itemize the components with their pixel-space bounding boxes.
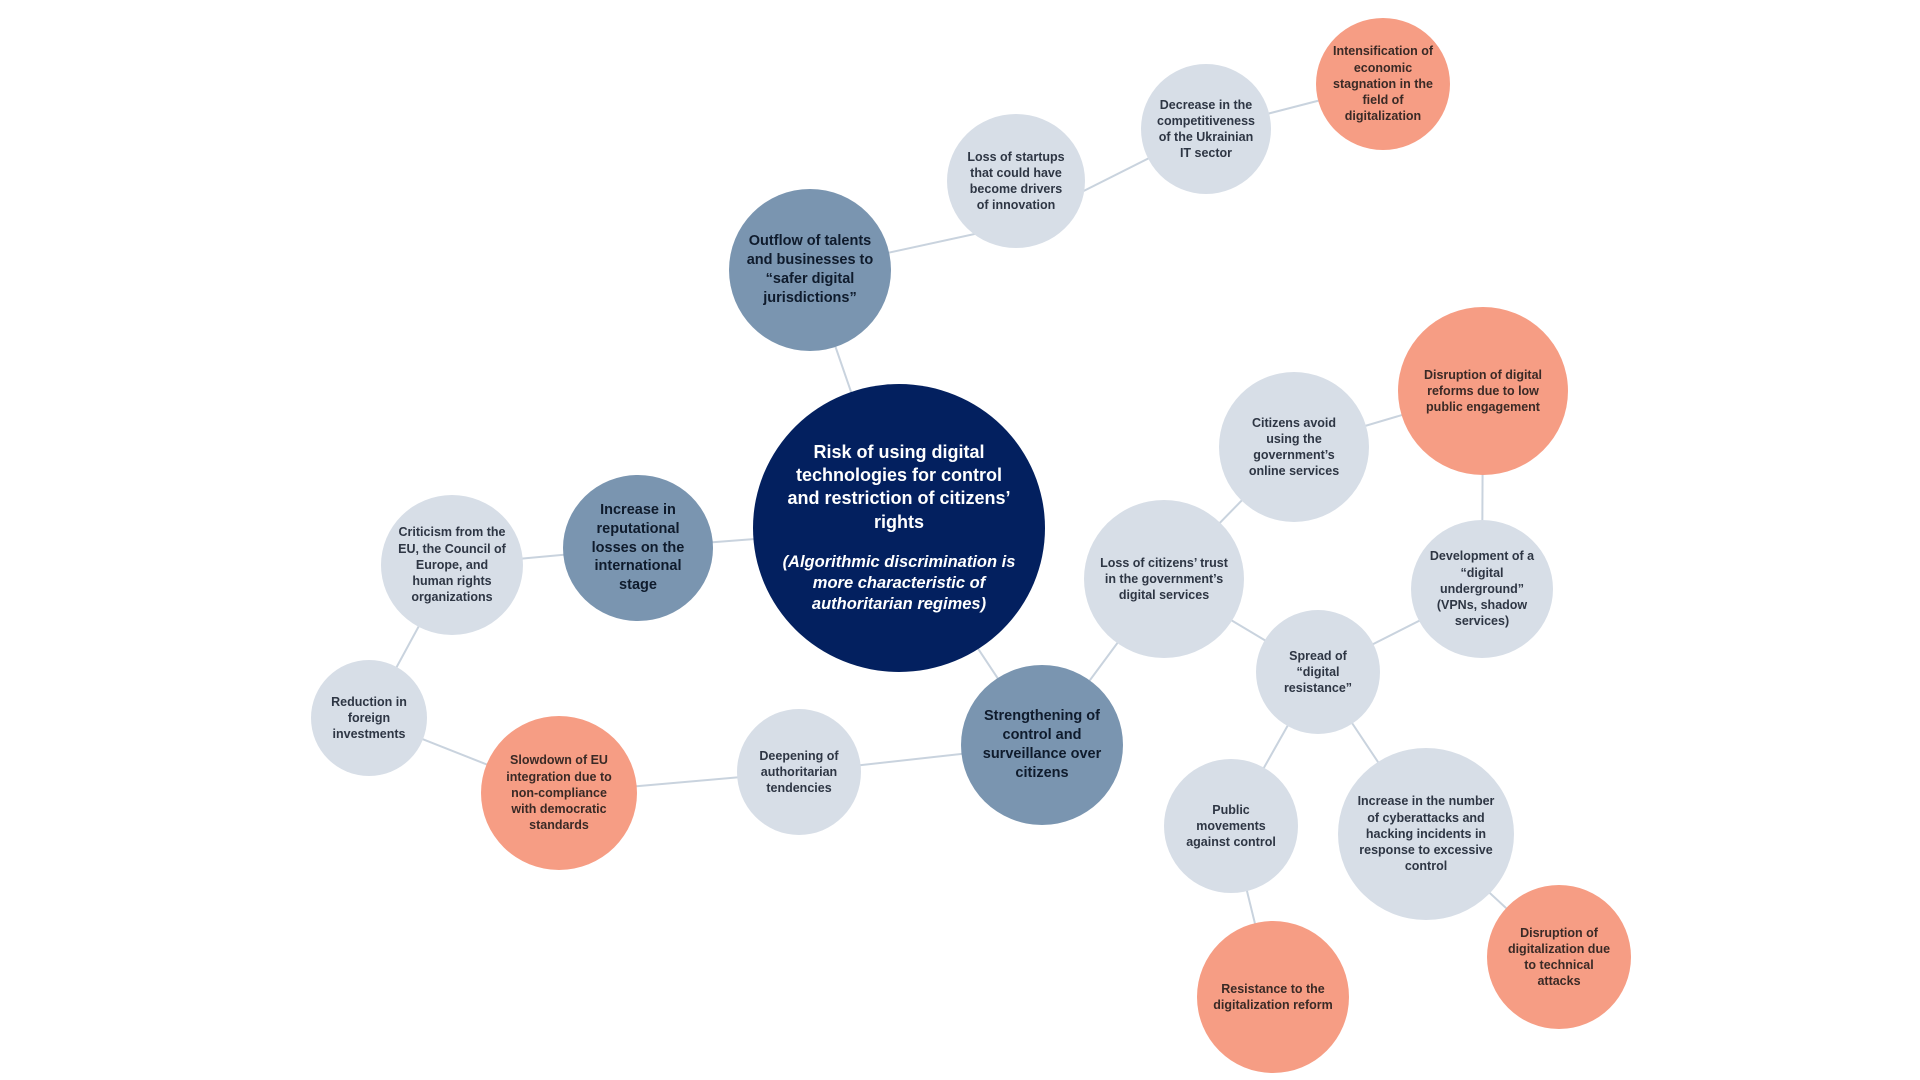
node-control-surveillance: Strengthening of control and surveillanc… [961,665,1123,825]
node-digital-underground: Development of a “digital underground” (… [1411,520,1553,658]
node-economic-stagnation: Intensification of economic stagnation i… [1316,18,1450,150]
node-technical-attacks-disruption: Disruption of digitalization due to tech… [1487,885,1631,1029]
node-it-competitiveness: Decrease in the competitiveness of the U… [1141,64,1271,194]
node-international-criticism: Criticism from the EU, the Council of Eu… [381,495,523,635]
central-risk-node: Risk of using digital technologies for c… [753,384,1045,672]
node-digital-resistance: Spread of “digital resistance” [1256,610,1380,734]
node-outflow-talents: Outflow of talents and businesses to “sa… [729,189,891,351]
node-foreign-investments: Reduction in foreign investments [311,660,427,776]
node-authoritarian-tendencies: Deepening of authoritarian tendencies [737,709,861,835]
node-eu-integration-slowdown: Slowdown of EU integration due to non-co… [481,716,637,870]
node-avoid-online-services: Citizens avoid using the government’s on… [1219,372,1369,522]
node-loss-of-trust: Loss of citizens’ trust in the governmen… [1084,500,1244,658]
node-reputational-losses: Increase in reputational losses on the i… [563,475,713,621]
node-public-movements: Public movements against control [1164,759,1298,893]
node-loss-of-startups: Loss of startups that could have become … [947,114,1085,248]
central-risk-note: (Algorithmic discrimination is more char… [782,553,1016,614]
node-cyberattacks-increase: Increase in the number of cyberattacks a… [1338,748,1514,920]
central-risk-title: Risk of using digital technologies for c… [787,441,1011,532]
node-reform-resistance: Resistance to the digitalization reform [1197,921,1349,1073]
node-digital-reforms-disruption: Disruption of digital reforms due to low… [1398,307,1568,475]
